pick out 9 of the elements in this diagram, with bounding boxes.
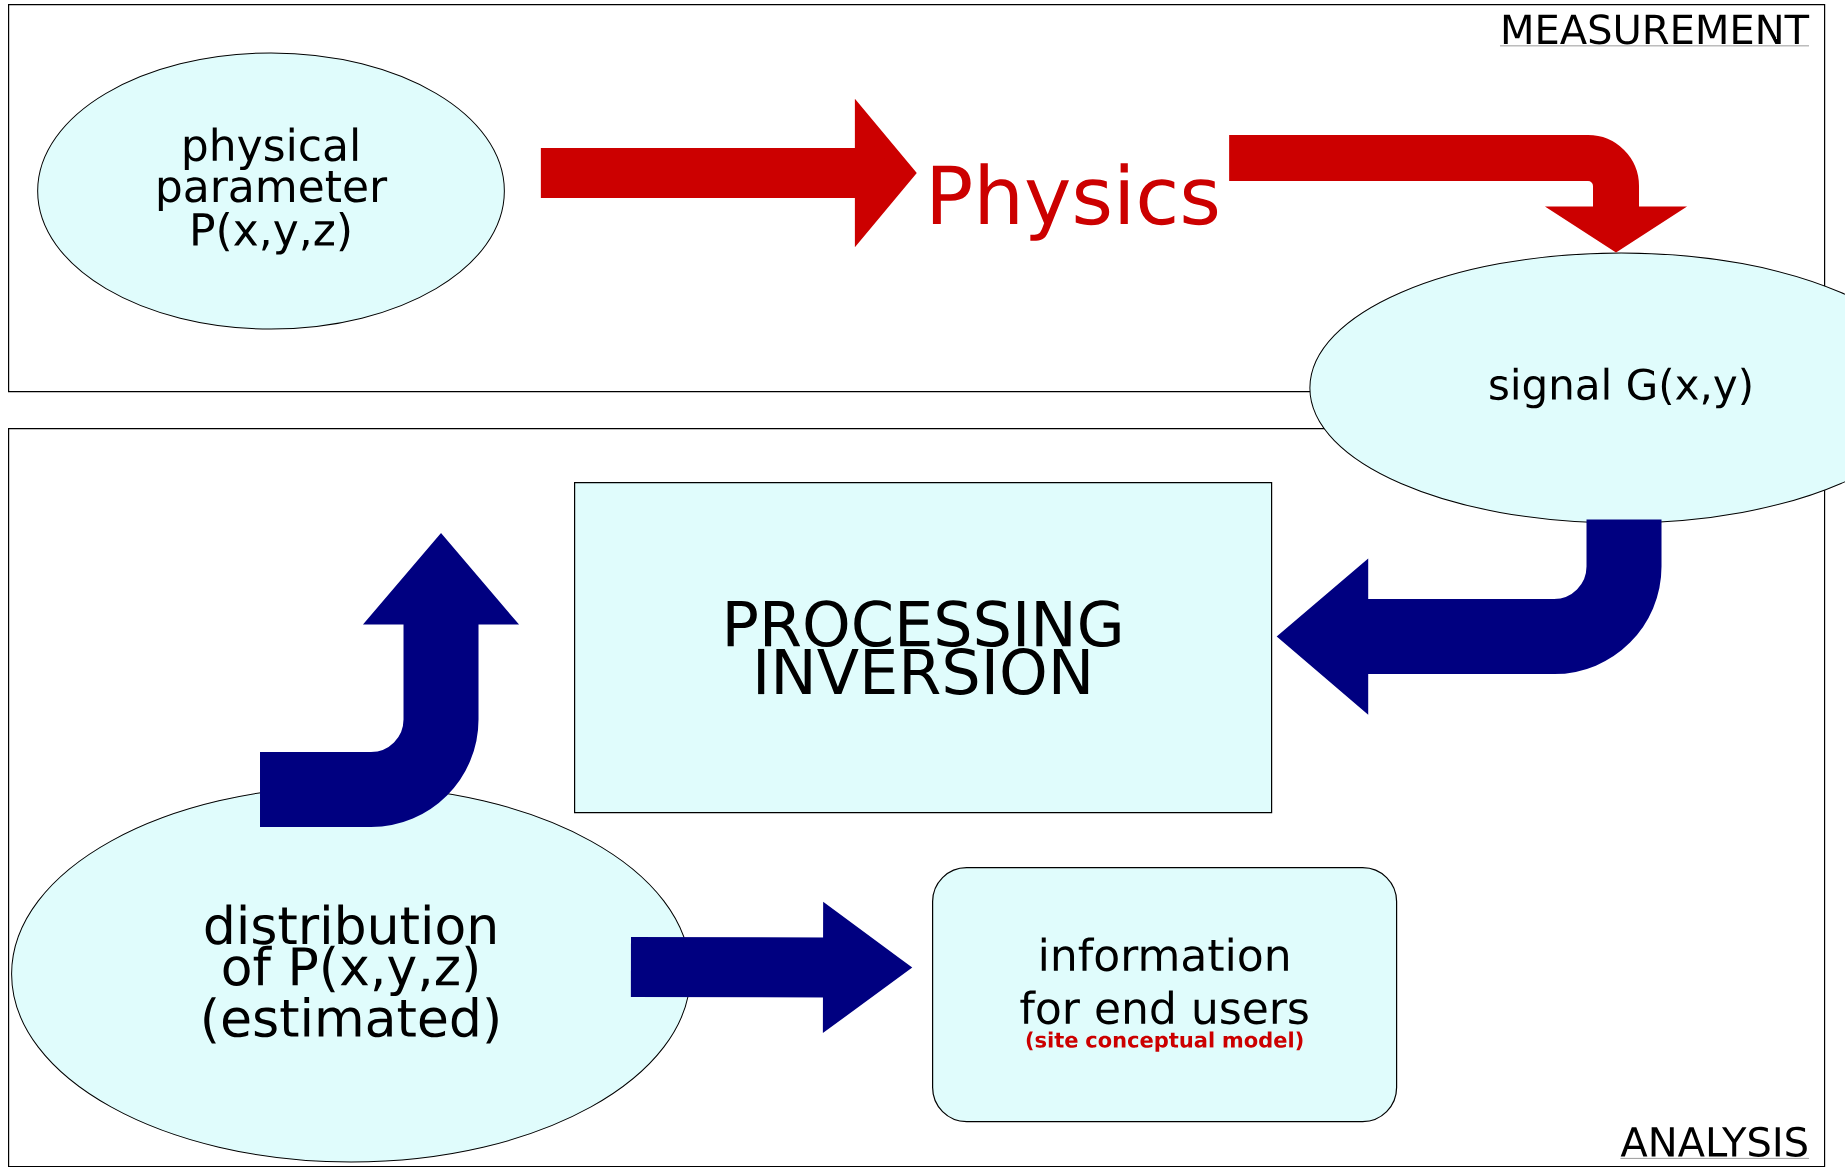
panel-heading: MEASUREMENT bbox=[1499, 14, 1810, 47]
ellipse-node: signal G(x,y) bbox=[1309, 252, 1845, 524]
panel bbox=[8, 428, 1826, 1167]
process-box: PROCESSING INVERSION bbox=[574, 482, 1273, 814]
rounded-box: information for end users (site conceptual model) bbox=[932, 867, 1398, 1123]
ellipse-node: distribution of P(x,y,z) (estimated) bbox=[11, 785, 691, 1163]
physics-label: Physics bbox=[932, 163, 1218, 241]
panel-heading: ANALYSIS bbox=[1620, 1126, 1810, 1159]
ellipse-node: physical parameter P(x,y,z) bbox=[37, 52, 505, 330]
